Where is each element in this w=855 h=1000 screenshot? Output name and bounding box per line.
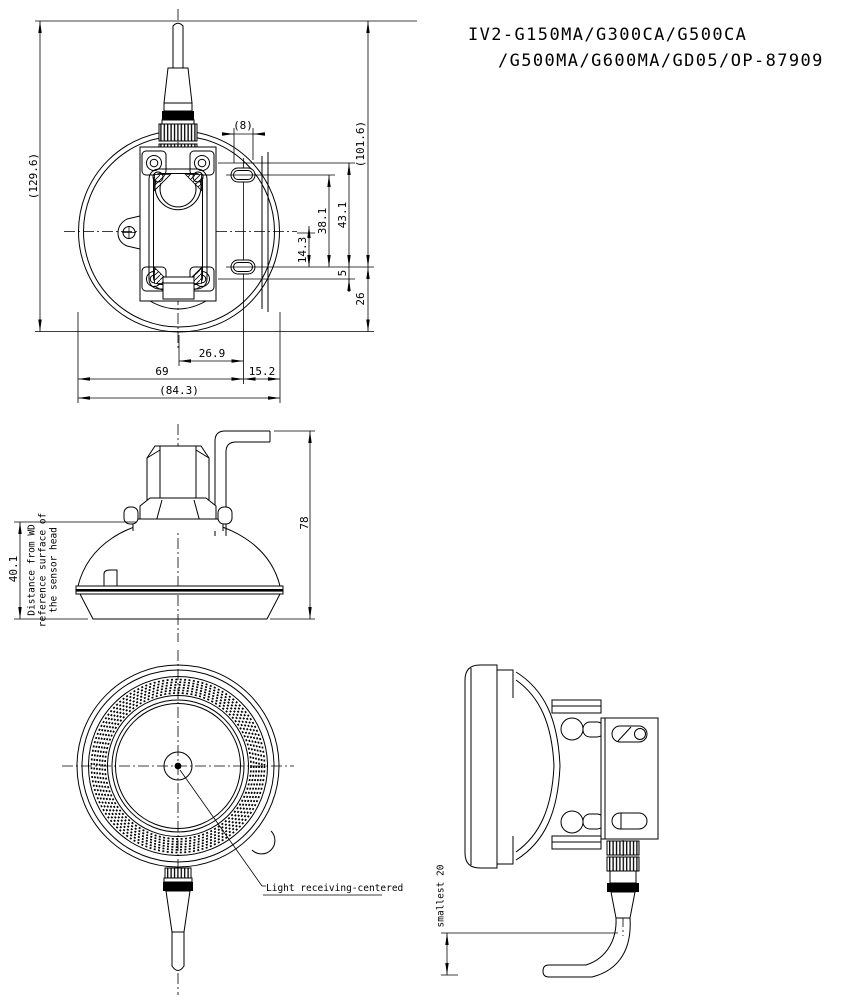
connector-black-band bbox=[162, 111, 194, 120]
title-block: IV2-G150MA/G300CA/G500CA /G500MA/G600MA/… bbox=[468, 25, 824, 71]
side-boot bbox=[610, 891, 636, 919]
title-model-line2: /G500MA/G600MA/GD05/OP-87909 bbox=[498, 51, 824, 71]
dim-overall-width: (84.3) bbox=[159, 384, 199, 397]
rear-cable-connector bbox=[158, 22, 198, 162]
dim-center-to-slot: 14.3 bbox=[296, 237, 309, 264]
cable-inner-curve bbox=[549, 917, 617, 966]
connector-ring bbox=[163, 102, 193, 112]
wd-note: Distance from WD reference surface of th… bbox=[27, 513, 60, 627]
side-left-tab bbox=[103, 569, 118, 587]
dim-side-height: 78 bbox=[298, 516, 311, 529]
dim-wd-distance: 40.1 bbox=[7, 556, 20, 583]
rear-view: (129.6) (101.6) 26 43.1 38.1 14.3 5 (8) … bbox=[27, 9, 417, 403]
dim-bend-radius: smallest 20 bbox=[436, 864, 447, 927]
screw-tab-tl bbox=[141, 150, 167, 176]
plate-slot-top bbox=[611, 725, 648, 743]
light-receiving-center-dot bbox=[174, 762, 182, 770]
side-tab-left bbox=[117, 215, 141, 250]
connector-boot bbox=[163, 67, 193, 104]
cable-outer-curve bbox=[549, 917, 631, 978]
mounting-bracket-plate bbox=[117, 146, 217, 310]
led-ring-speckle bbox=[90, 678, 266, 854]
dim-cable-height: (101.6) bbox=[354, 121, 367, 167]
front-outer-circle bbox=[76, 664, 280, 868]
connector-gap bbox=[161, 119, 195, 125]
connector-knurl-1 bbox=[158, 123, 198, 142]
bend-radius-dimension: smallest 20 bbox=[436, 864, 618, 976]
wd-note-line1: Distance from WD bbox=[27, 524, 38, 616]
front-lens-circle bbox=[111, 699, 245, 833]
rear-dimensions: (129.6) (101.6) 26 43.1 38.1 14.3 5 (8) … bbox=[27, 20, 417, 403]
grommet-screw-left bbox=[152, 171, 164, 183]
front-lens-bezel bbox=[107, 695, 249, 837]
light-leader-line bbox=[179, 769, 266, 887]
title-model-line1: IV2-G150MA/G300CA/G500CA bbox=[468, 25, 747, 45]
grommet-screw-right bbox=[192, 171, 204, 183]
dim-overall-height: (129.6) bbox=[27, 153, 40, 199]
light-receiving-aperture bbox=[163, 751, 193, 781]
dim-center-to-bend: 26.9 bbox=[199, 347, 226, 360]
side-bracket-arm bbox=[214, 430, 271, 536]
front-connector-knurl bbox=[164, 867, 192, 879]
front-cable-end bbox=[171, 931, 185, 971]
dim-slot-width: (8) bbox=[233, 119, 253, 132]
screw-tab-tr bbox=[189, 150, 215, 176]
side-knurl-1 bbox=[606, 840, 640, 856]
front-housing-boss bbox=[251, 830, 276, 855]
side-cable-connector bbox=[542, 840, 640, 978]
side-view: 78 40.1 Distance from WD reference surfa… bbox=[7, 424, 315, 642]
dim-bend-to-right: 15.2 bbox=[249, 365, 276, 378]
light-receiving-label: Light receiving-centered bbox=[266, 883, 403, 894]
side-bolt-left bbox=[123, 506, 139, 525]
side-clamp-block bbox=[123, 445, 233, 531]
wd-note-line2: reference surface of bbox=[38, 513, 49, 627]
bracket-plate-side bbox=[600, 717, 659, 840]
plate-slot-bottom bbox=[611, 812, 648, 830]
side-black-band bbox=[607, 883, 639, 892]
head-bottom-arc bbox=[149, 300, 207, 310]
side-dimensions: 78 40.1 Distance from WD reference surfa… bbox=[7, 430, 315, 627]
cable-cut-end bbox=[542, 964, 550, 978]
dim-slot-to-screw: 5 bbox=[336, 270, 349, 277]
dim-slot-to-bottom: 26 bbox=[354, 292, 367, 305]
side-knurl-2 bbox=[606, 856, 640, 872]
lens-housing-slab bbox=[464, 664, 498, 869]
front-lens-circle-2 bbox=[115, 703, 241, 829]
front-connector-boot bbox=[165, 890, 191, 933]
mounting-slot-bottom bbox=[226, 259, 261, 275]
mounting-slot-top bbox=[226, 167, 261, 183]
dim-slot-to-slot: 38.1 bbox=[316, 208, 329, 235]
dome-back-inner bbox=[515, 679, 555, 853]
cable-side-view: smallest 20 bbox=[436, 664, 659, 978]
wd-note-line3: the sensor head bbox=[49, 527, 60, 613]
dim-screw-to-slot: 43.1 bbox=[336, 202, 349, 229]
lower-cable-clamp bbox=[162, 276, 195, 300]
dome-back-outer bbox=[515, 671, 561, 861]
housing-steps bbox=[497, 669, 514, 865]
cable-end bbox=[172, 22, 184, 69]
clamp-hardware bbox=[551, 699, 605, 850]
bracket-flange-edges bbox=[261, 152, 269, 312]
dim-left-to-bend: 69 bbox=[155, 365, 168, 378]
front-outer-circle-2 bbox=[81, 669, 275, 863]
cable-grommet-horseshoe bbox=[154, 179, 202, 211]
front-connector-black-band bbox=[163, 882, 193, 891]
front-ring-circle bbox=[88, 676, 268, 856]
side-bolt-right bbox=[217, 506, 233, 525]
front-cable-connector bbox=[163, 867, 193, 971]
clamp-bolt-top bbox=[560, 717, 584, 741]
clamp-bolt-bottom bbox=[560, 810, 584, 834]
side-lens-taper bbox=[79, 593, 281, 620]
front-view: Light receiving-centered bbox=[62, 650, 403, 995]
